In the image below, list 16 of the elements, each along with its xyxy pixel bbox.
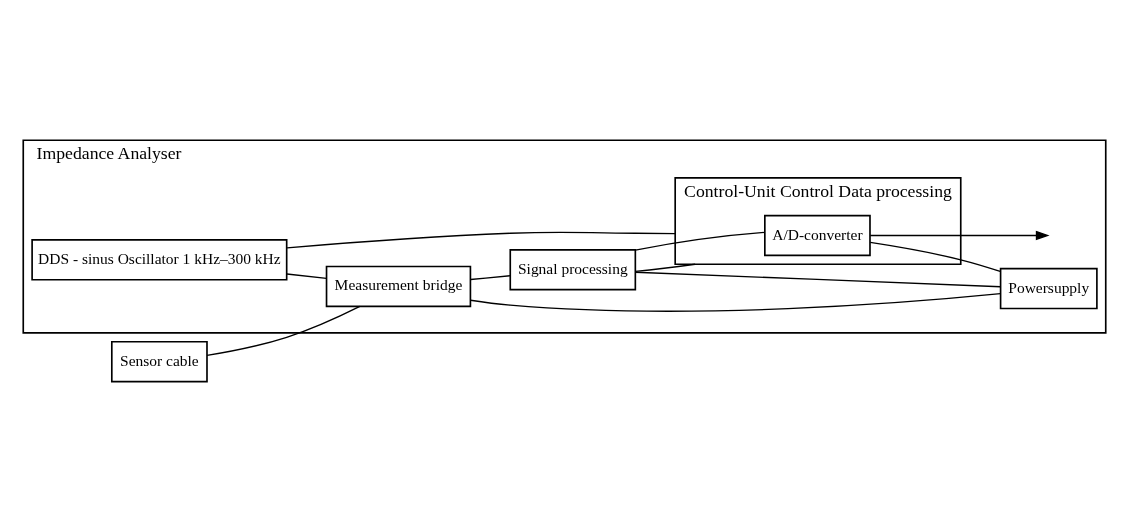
connector	[634, 263, 696, 272]
connector	[206, 305, 361, 356]
connector	[286, 231, 676, 249]
connector	[634, 231, 766, 251]
node-box: A/D-converter	[764, 214, 871, 256]
node-box: Measurement bridge	[325, 265, 472, 307]
node-box: Powersupply	[999, 267, 1098, 309]
node-box: Sensor cable	[110, 340, 208, 382]
connector	[469, 292, 1002, 312]
node-box: DDS - sinus Oscillator 1 kHz–300 kHz	[31, 238, 288, 281]
connector	[469, 274, 511, 280]
arrow	[869, 230, 1050, 240]
node-box: Signal processing	[509, 248, 637, 291]
connector	[634, 271, 1002, 287]
connector	[286, 272, 328, 279]
connector	[869, 241, 1001, 272]
